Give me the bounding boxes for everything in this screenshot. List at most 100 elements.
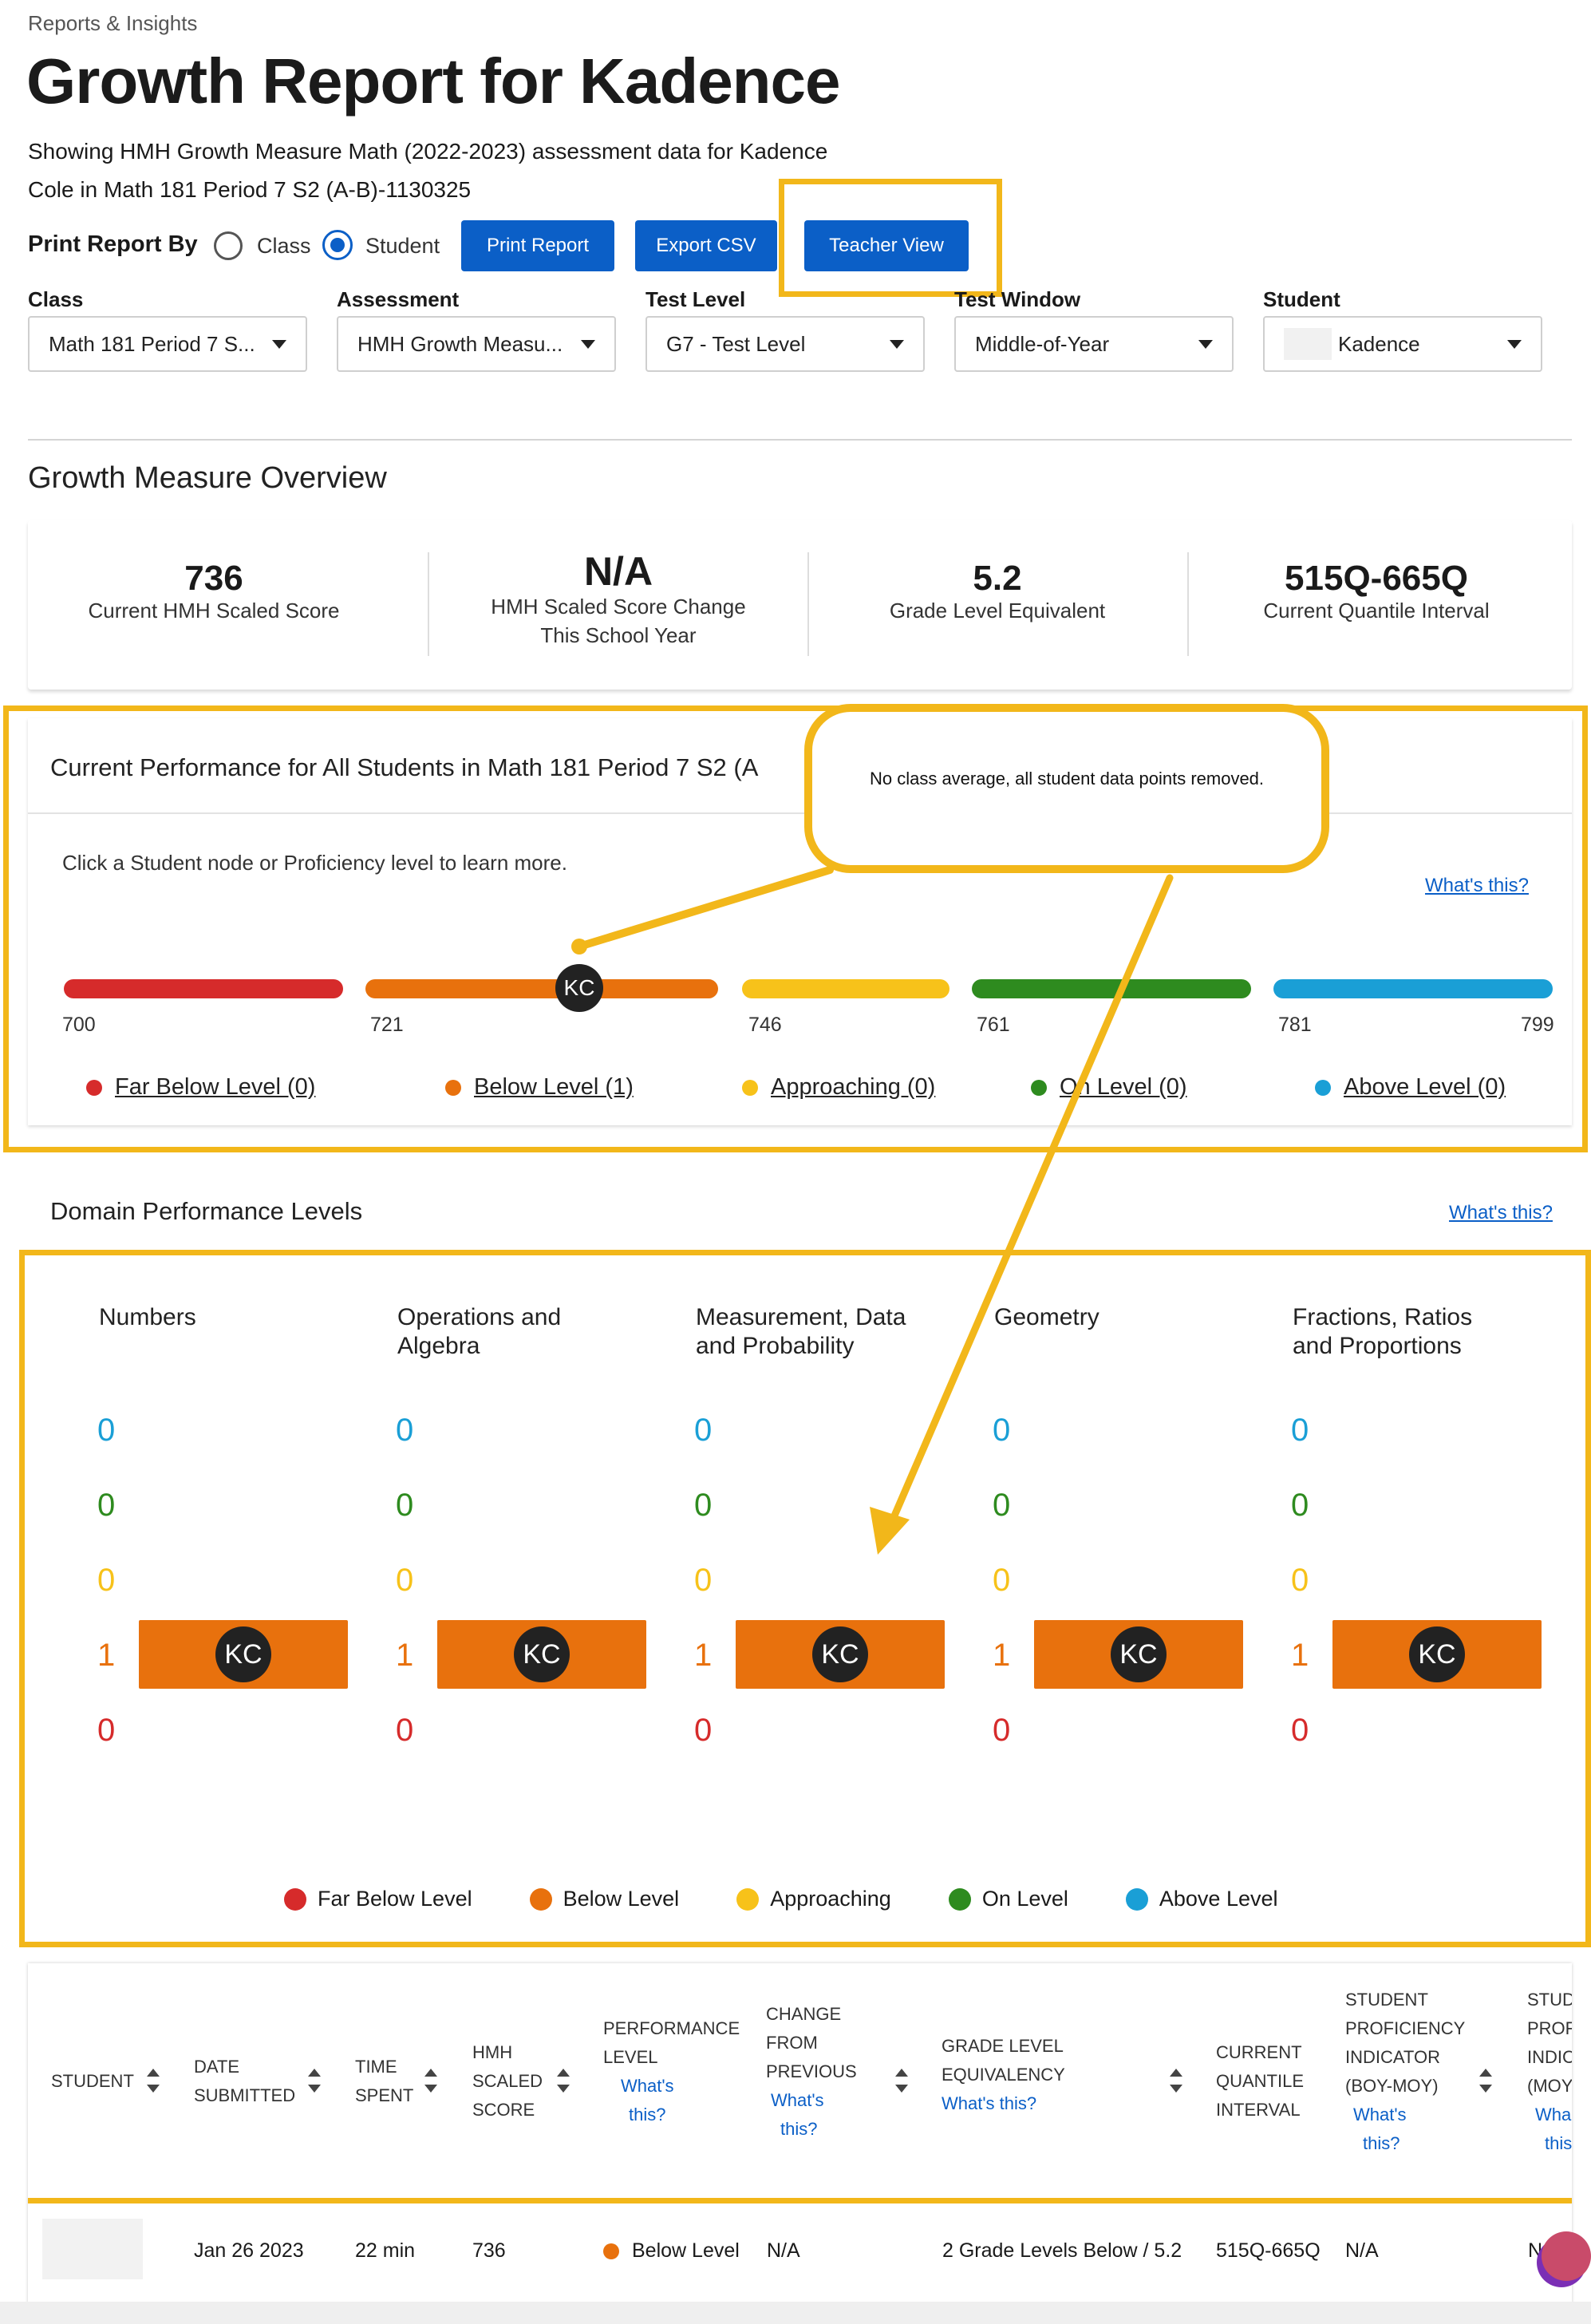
above-level-count[interactable]: 0 [694, 1413, 713, 1448]
domain-whats-this-link[interactable]: What's this? [1449, 1202, 1553, 1223]
legend-below[interactable]: Below Level (1) [445, 1074, 634, 1101]
above-level-count[interactable]: 0 [1291, 1413, 1309, 1448]
sort-icon[interactable] [895, 2069, 908, 2093]
legend-approaching[interactable]: Approaching (0) [742, 1074, 935, 1101]
legend-label: Approaching (0) [771, 1074, 936, 1100]
below-level-count[interactable]: 1 [396, 1638, 414, 1673]
bar-approaching[interactable] [742, 979, 949, 998]
filter-label-test-level: Test Level [645, 287, 746, 311]
stat-value: 515Q-665Q [1285, 559, 1468, 598]
on-level-count[interactable]: 0 [694, 1488, 713, 1523]
whats-this-link[interactable]: What's this? [1425, 875, 1529, 896]
far-below-count[interactable]: 0 [694, 1713, 713, 1748]
card-divider [28, 812, 1572, 814]
test-window-select[interactable]: Middle-of-Year [954, 316, 1234, 372]
approaching-count[interactable]: 0 [1291, 1563, 1309, 1598]
below-level-count[interactable]: 1 [97, 1638, 116, 1673]
sort-icon[interactable] [147, 2069, 160, 2093]
chevron-down-icon [1507, 339, 1522, 349]
th-student[interactable]: STUDENT [51, 2071, 134, 2091]
print-report-button[interactable]: Print Report [461, 220, 614, 271]
sort-icon[interactable] [1479, 2069, 1492, 2093]
teacher-view-button[interactable]: Teacher View [804, 220, 969, 271]
on-level-count[interactable]: 0 [993, 1488, 1011, 1523]
test-level-select[interactable]: G7 - Test Level [645, 316, 925, 372]
tick-761: 761 [977, 1014, 1010, 1036]
on-level-count[interactable]: 0 [1291, 1488, 1309, 1523]
above-level-count[interactable]: 0 [396, 1413, 414, 1448]
above-level-count[interactable]: 0 [993, 1413, 1011, 1448]
chat-bubble-icon[interactable] [1542, 2231, 1591, 2281]
radio-class[interactable] [214, 231, 243, 260]
student-node[interactable]: KC [555, 964, 603, 1012]
instruction-text: Click a Student node or Proficiency leve… [62, 851, 567, 875]
far-below-count[interactable]: 0 [396, 1713, 414, 1748]
bar-below[interactable] [365, 979, 718, 998]
domain-below-level-bar[interactable]: KC [1332, 1620, 1542, 1689]
far-below-count[interactable]: 0 [1291, 1713, 1309, 1748]
student-select[interactable]: Kadence [1263, 316, 1542, 372]
approaching-count[interactable]: 0 [97, 1563, 116, 1598]
student-node[interactable]: KC [1111, 1626, 1167, 1682]
on-level-count[interactable]: 0 [97, 1488, 116, 1523]
legend-far-below[interactable]: Far Below Level (0) [86, 1074, 315, 1101]
breadcrumb[interactable]: Reports & Insights [28, 11, 198, 35]
below-level-count[interactable]: 1 [1291, 1638, 1309, 1673]
legend-dot [529, 1887, 552, 1911]
filter-label-class: Class [28, 287, 84, 311]
far-below-count[interactable]: 0 [993, 1713, 1011, 1748]
legend-label: Far Below Level [318, 1887, 472, 1911]
approaching-count[interactable]: 0 [396, 1563, 414, 1598]
overview-stat-2: N/A HMH Scaled Score Change This School … [447, 551, 790, 650]
cell-performance: Below Level [603, 2239, 740, 2263]
legend-above[interactable]: Above Level (0) [1315, 1074, 1506, 1101]
divider [28, 439, 1572, 441]
approaching-count[interactable]: 0 [993, 1563, 1011, 1598]
cell-change: N/A [767, 2239, 800, 2262]
export-csv-button[interactable]: Export CSV [635, 220, 777, 271]
student-node[interactable]: KC [1409, 1626, 1465, 1682]
student-node[interactable]: KC [514, 1626, 570, 1682]
far-below-count[interactable]: 0 [97, 1713, 116, 1748]
domain-below-level-bar[interactable]: KC [437, 1620, 646, 1689]
bar-on-level[interactable] [972, 979, 1251, 998]
legend-dot [1315, 1079, 1331, 1096]
print-by-label: Print Report By [28, 231, 198, 257]
radio-student-label: Student [365, 234, 440, 258]
sort-icon[interactable] [424, 2069, 437, 2093]
sort-icon[interactable] [308, 2069, 321, 2093]
domain-below-level-bar[interactable]: KC [139, 1620, 348, 1689]
domain-below-level-bar[interactable]: KC [1034, 1620, 1243, 1689]
bar-far-below[interactable] [64, 979, 343, 998]
student-node[interactable]: KC [812, 1626, 868, 1682]
legend-dot [736, 1887, 760, 1911]
legend-dot [284, 1887, 306, 1911]
bar-above[interactable] [1273, 979, 1553, 998]
student-node[interactable]: KC [215, 1626, 271, 1682]
domain-below-level-bar[interactable]: KC [736, 1620, 945, 1689]
legend-dot [1125, 1887, 1148, 1911]
stat-label: HMH Scaled Score Change [491, 595, 746, 619]
sort-icon[interactable] [557, 2069, 570, 2093]
radio-student[interactable] [322, 230, 353, 260]
on-level-count[interactable]: 0 [396, 1488, 414, 1523]
class-select[interactable]: Math 181 Period 7 S... [28, 316, 307, 372]
table-row[interactable]: Jan 26 2023 22 min 736 Below Level N/A 2… [28, 2215, 1572, 2289]
below-level-count[interactable]: 1 [694, 1638, 713, 1673]
cell-quantile: 515Q-665Q [1216, 2239, 1321, 2262]
current-performance-highlight [3, 706, 1588, 1152]
assessment-select[interactable]: HMH Growth Measu... [337, 316, 616, 372]
sort-icon[interactable] [1170, 2069, 1182, 2093]
below-level-count[interactable]: 1 [993, 1638, 1011, 1673]
above-level-count[interactable]: 0 [97, 1413, 116, 1448]
approaching-count[interactable]: 0 [694, 1563, 713, 1598]
